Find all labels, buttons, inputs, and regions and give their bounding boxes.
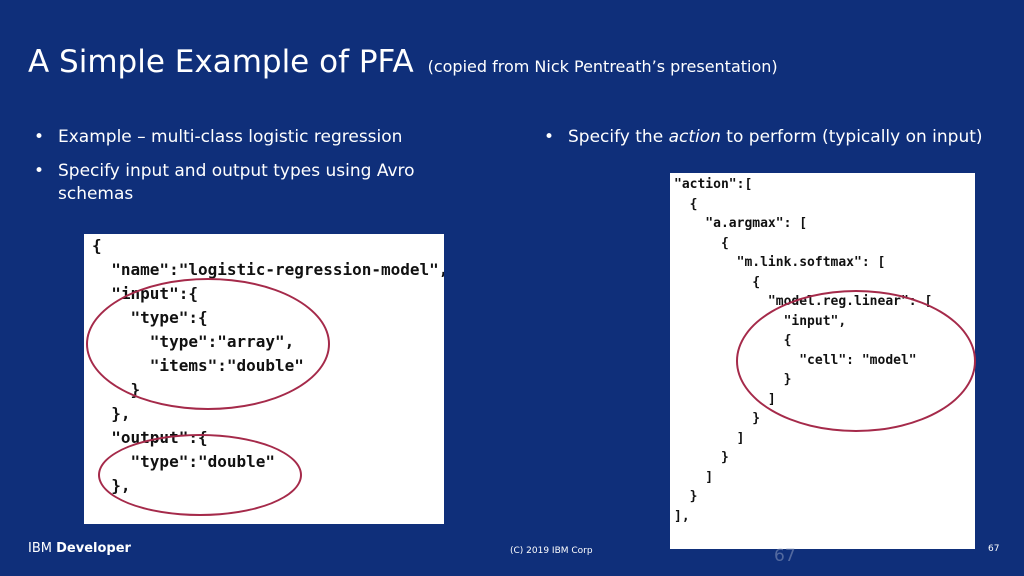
code-line: ], — [674, 508, 690, 524]
left-bullet-list: • Example – multi-class logistic regress… — [34, 126, 484, 217]
code-line: } — [674, 411, 761, 426]
code-line: ] — [674, 430, 745, 446]
code-line: "model.reg.linear": [ — [674, 294, 933, 309]
code-line: { — [674, 274, 761, 290]
bullet-text-prefix: Specify the — [568, 127, 669, 147]
bullet-text: Specify input and output types using Avr… — [58, 161, 415, 204]
code-line: "action":[ — [674, 177, 753, 192]
code-line: } — [674, 372, 792, 387]
bullet-item: • Specify input and output types using A… — [34, 160, 484, 206]
code-line: "type":"array", — [92, 332, 295, 351]
code-line: ] — [674, 469, 714, 485]
code-line: } — [92, 380, 141, 399]
page-number: 67 — [988, 544, 1000, 554]
code-line: "type":{ — [92, 308, 208, 327]
bullet-text: Example – multi-class logistic regressio… — [58, 127, 403, 147]
bullet-dot: • — [34, 161, 45, 181]
code-line: "a.argmax": [ — [674, 216, 808, 231]
code-line: } — [674, 489, 698, 504]
code-line: { — [674, 235, 729, 251]
code-line: { — [674, 333, 792, 348]
code-line: "name":"logistic-regression-model", — [92, 260, 444, 279]
bullet-item: • Specify the action to perform (typical… — [544, 126, 994, 149]
code-line: }, — [92, 404, 131, 423]
bullet-text-suffix: to perform (typically on input) — [720, 127, 983, 147]
title-text: A Simple Example of PFA — [28, 44, 414, 80]
code-line: "type":"double" — [92, 452, 276, 471]
slide-title: A Simple Example of PFA (copied from Nic… — [28, 44, 778, 80]
code-line: "input", — [674, 313, 847, 329]
code-line: { — [674, 196, 698, 212]
code-line: "m.link.softmax": [ — [674, 255, 886, 270]
code-line: "items":"double" — [92, 356, 304, 375]
title-subtitle: (copied from Nick Pentreath’s presentati… — [427, 57, 778, 76]
code-line: } — [674, 450, 729, 465]
action-code-block: "action":[ { "a.argmax": [ { "m.link.sof… — [670, 173, 975, 549]
ghost-page-number: 67 — [774, 546, 796, 566]
code-line: "cell": "model" — [674, 352, 917, 368]
right-bullet-list: • Specify the action to perform (typical… — [544, 126, 994, 160]
bullet-text-emphasis: action — [668, 127, 721, 147]
copyright-text: (C) 2019 IBM Corp — [510, 546, 593, 556]
code-line: { — [92, 236, 102, 255]
brand-prefix: IBM — [28, 541, 57, 556]
bullet-item: • Example – multi-class logistic regress… — [34, 126, 484, 149]
bullet-dot: • — [544, 127, 555, 147]
code-line: "input":{ — [92, 284, 198, 303]
avro-schema-code-block: { "name":"logistic-regression-model", "i… — [84, 234, 444, 524]
code-line: "output":{ — [92, 428, 208, 447]
bullet-dot: • — [34, 127, 45, 147]
brand-strong: Developer — [56, 541, 131, 556]
ibm-developer-logo: IBM Developer — [28, 541, 131, 556]
code-line: ] — [674, 391, 776, 407]
code-line: }, — [92, 476, 131, 495]
